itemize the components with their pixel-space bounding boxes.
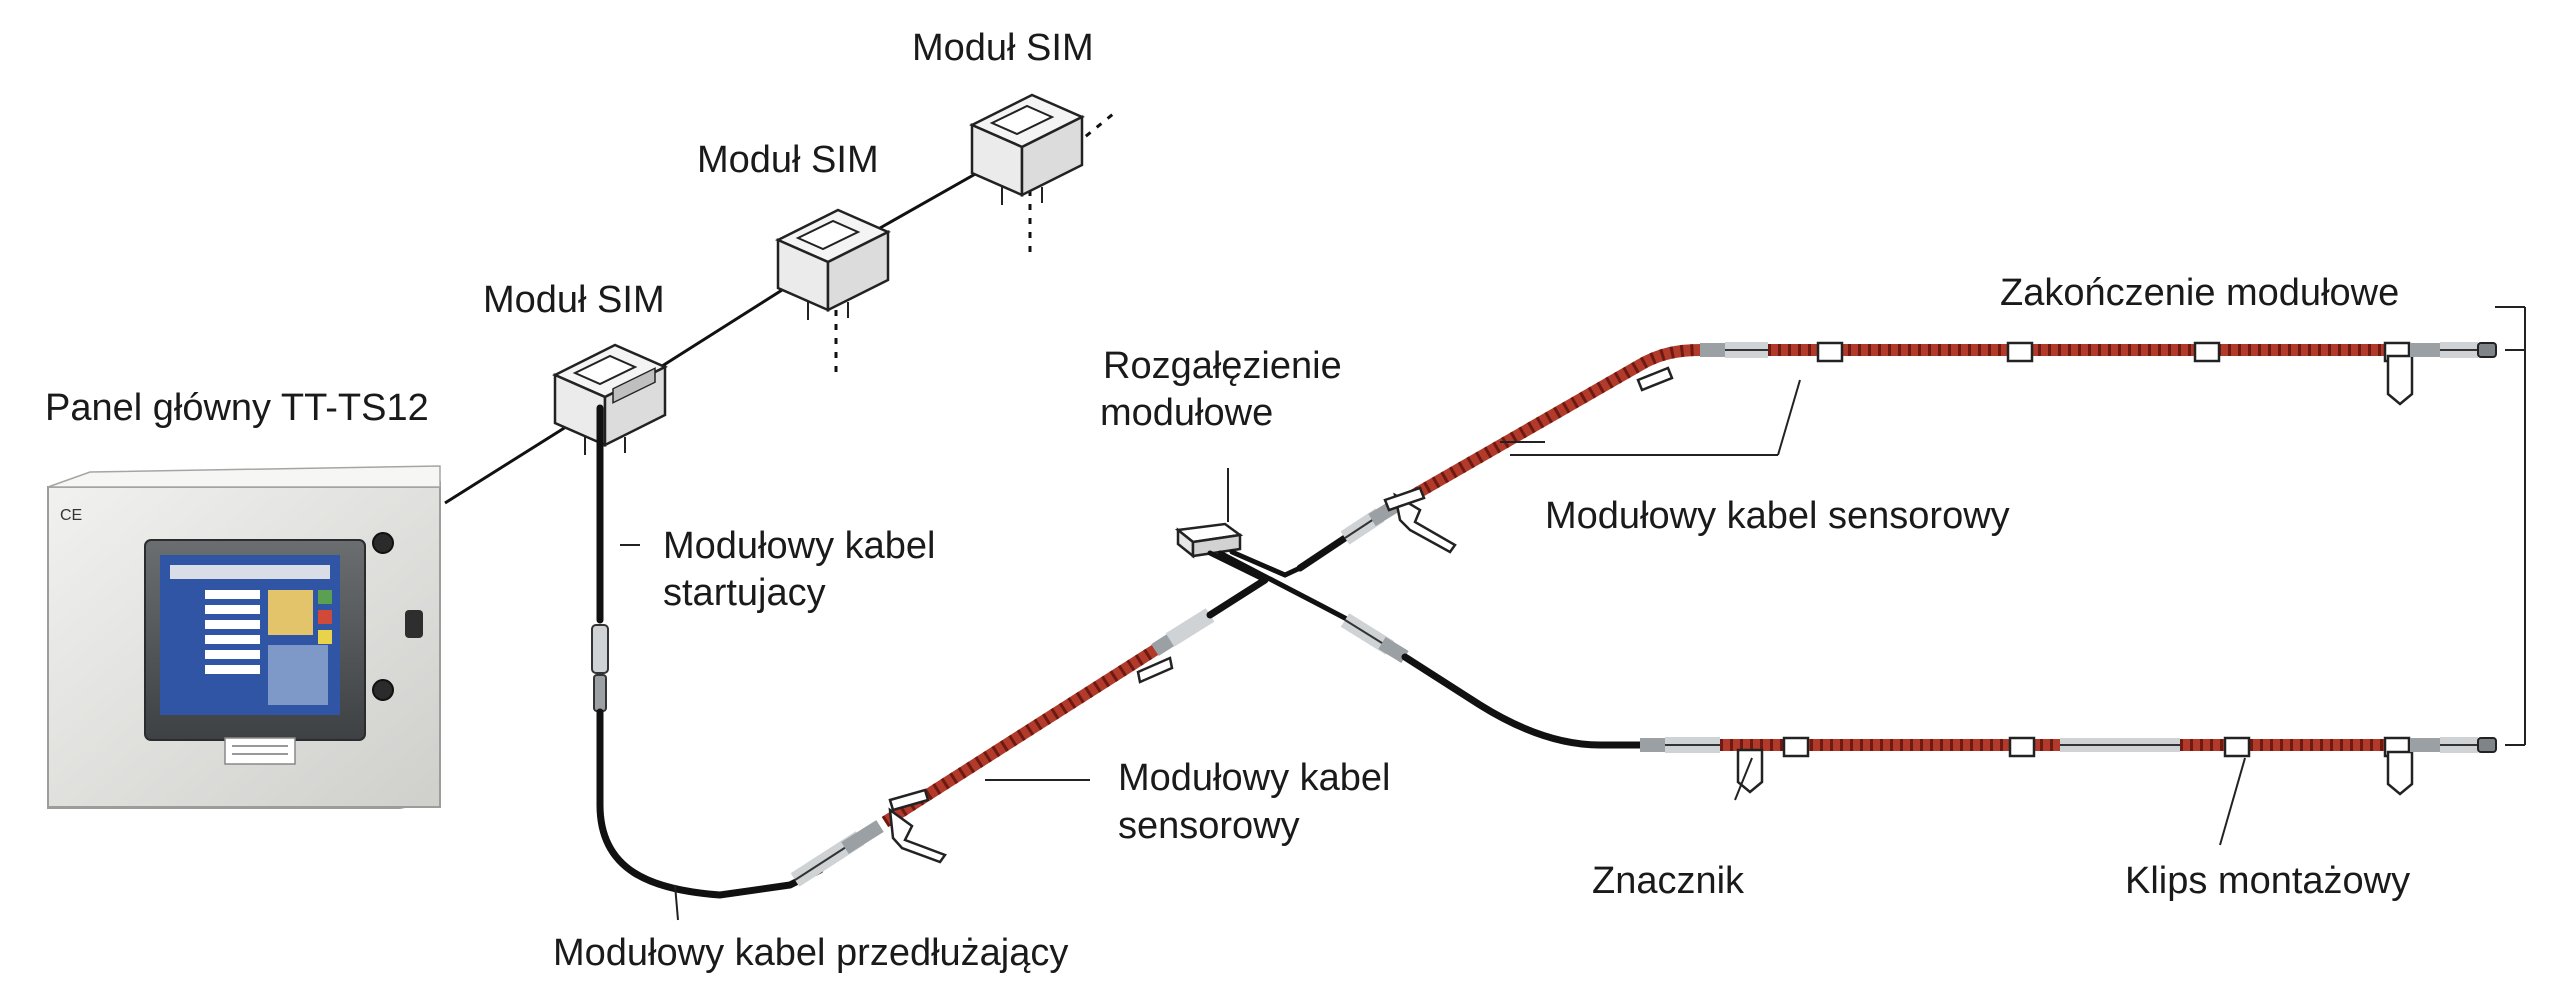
label-sensor-cable-left-line2: sensorowy [1118, 805, 1300, 847]
label-branch-line1: Rozgałęzienie [1103, 345, 1342, 387]
leader-lines [620, 306, 2526, 921]
sensor-cable-left [881, 576, 1269, 864]
label-sim-module-bottom: Moduł SIM [483, 279, 665, 321]
labels: Moduł SIM Moduł SIM Moduł SIM Panel głów… [45, 27, 2410, 974]
left-sensor-clip-1 [1136, 656, 1174, 684]
sim-module-3 [969, 93, 1085, 205]
panel-key-switch [405, 610, 423, 638]
sim-module-1 [552, 343, 668, 455]
panel-nameplate [224, 737, 296, 765]
label-sensor-cable-left-line1: Modułowy kabel [1118, 757, 1390, 799]
upper-branch [1296, 341, 2497, 572]
label-start-cable-line2: startujacy [663, 572, 826, 614]
bus-line [444, 108, 1119, 505]
lower-branch [1340, 613, 2497, 796]
panel-knob-bottom [372, 679, 394, 701]
lower-end-marker [2386, 750, 2414, 796]
sim-module-2 [775, 208, 891, 320]
label-marker: Znacznik [1592, 860, 1745, 902]
label-sim-module-top: Moduł SIM [912, 27, 1094, 69]
lower-clip-2 [2008, 736, 2036, 758]
label-sim-module-middle: Moduł SIM [697, 139, 879, 181]
panel-knob-top [372, 532, 394, 554]
label-main-panel: Panel główny TT-TS12 [45, 387, 429, 429]
left-sensor-marker [888, 807, 947, 864]
label-end-module: Zakończenie modułowe [2000, 272, 2399, 314]
label-extension-cable: Modułowy kabel przedłużający [553, 932, 1068, 974]
label-branch-line2: modułowe [1100, 392, 1273, 434]
upper-end-marker [2386, 354, 2414, 406]
upper-marker-diagonal [1393, 492, 1457, 554]
lower-marker [1736, 748, 1764, 794]
upper-end-cap [2477, 342, 2497, 358]
label-start-cable-line1: Modułowy kabel [663, 525, 935, 567]
label-mounting-clip: Klips montażowy [2125, 860, 2410, 902]
label-sensor-cable-right: Modułowy kabel sensorowy [1545, 495, 2010, 537]
start-and-extension-cable [591, 404, 884, 899]
main-panel-cabinet: CE [47, 465, 441, 809]
lower-clip-1 [1782, 736, 1810, 758]
ce-mark: CE [60, 507, 82, 524]
lower-clip-3 [2223, 736, 2251, 758]
lower-end-cap [2477, 737, 2497, 753]
